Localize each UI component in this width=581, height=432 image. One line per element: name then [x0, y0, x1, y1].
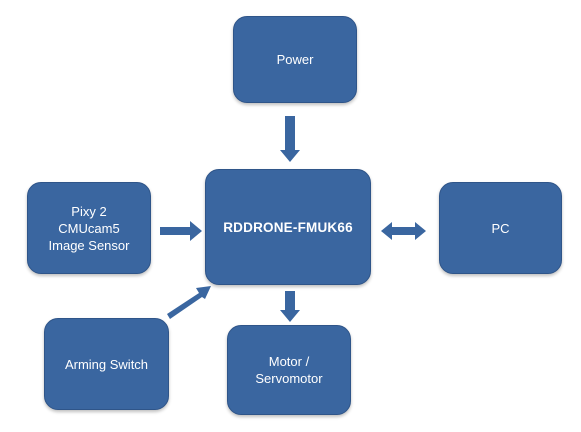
motor-node: Motor / Servomotor: [227, 325, 351, 415]
main-label: RDDRONE-FMUK66: [223, 219, 353, 236]
pc-node: PC: [439, 182, 562, 274]
arrow-arming-to-main: [167, 286, 211, 319]
arrow-pixy-to-main: [160, 221, 202, 241]
power-label: Power: [277, 51, 314, 68]
motor-label: Motor / Servomotor: [255, 353, 322, 387]
power-line-1: Power: [276, 52, 314, 67]
arming-switch-node: Arming Switch: [44, 318, 169, 410]
arming-line-1: Arming Switch: [64, 356, 149, 372]
arrow-main-to-motor: [280, 291, 300, 322]
pixy-line-2: CMUcam5: [58, 220, 120, 236]
arrow-power-to-main: [280, 116, 300, 162]
main-line-1: RDDRONE-FMUK66: [223, 219, 353, 235]
pixy-label: Pixy 2 CMUcam5 Image Sensor: [49, 203, 130, 254]
main-controller-node: RDDRONE-FMUK66: [205, 169, 371, 285]
arming-label: Arming Switch: [65, 356, 148, 373]
pc-line-1: PC: [491, 220, 510, 236]
power-node: Power: [233, 16, 357, 103]
pixy-line-3: Image Sensor: [48, 237, 130, 253]
pixy-line-1: Pixy 2: [71, 203, 107, 219]
pixy-node: Pixy 2 CMUcam5 Image Sensor: [27, 182, 151, 274]
pc-label: PC: [491, 220, 509, 237]
motor-line-2: Servomotor: [255, 371, 323, 386]
motor-line-1: Motor /: [268, 354, 310, 369]
arrow-main-pc-bidirectional: [381, 222, 426, 240]
